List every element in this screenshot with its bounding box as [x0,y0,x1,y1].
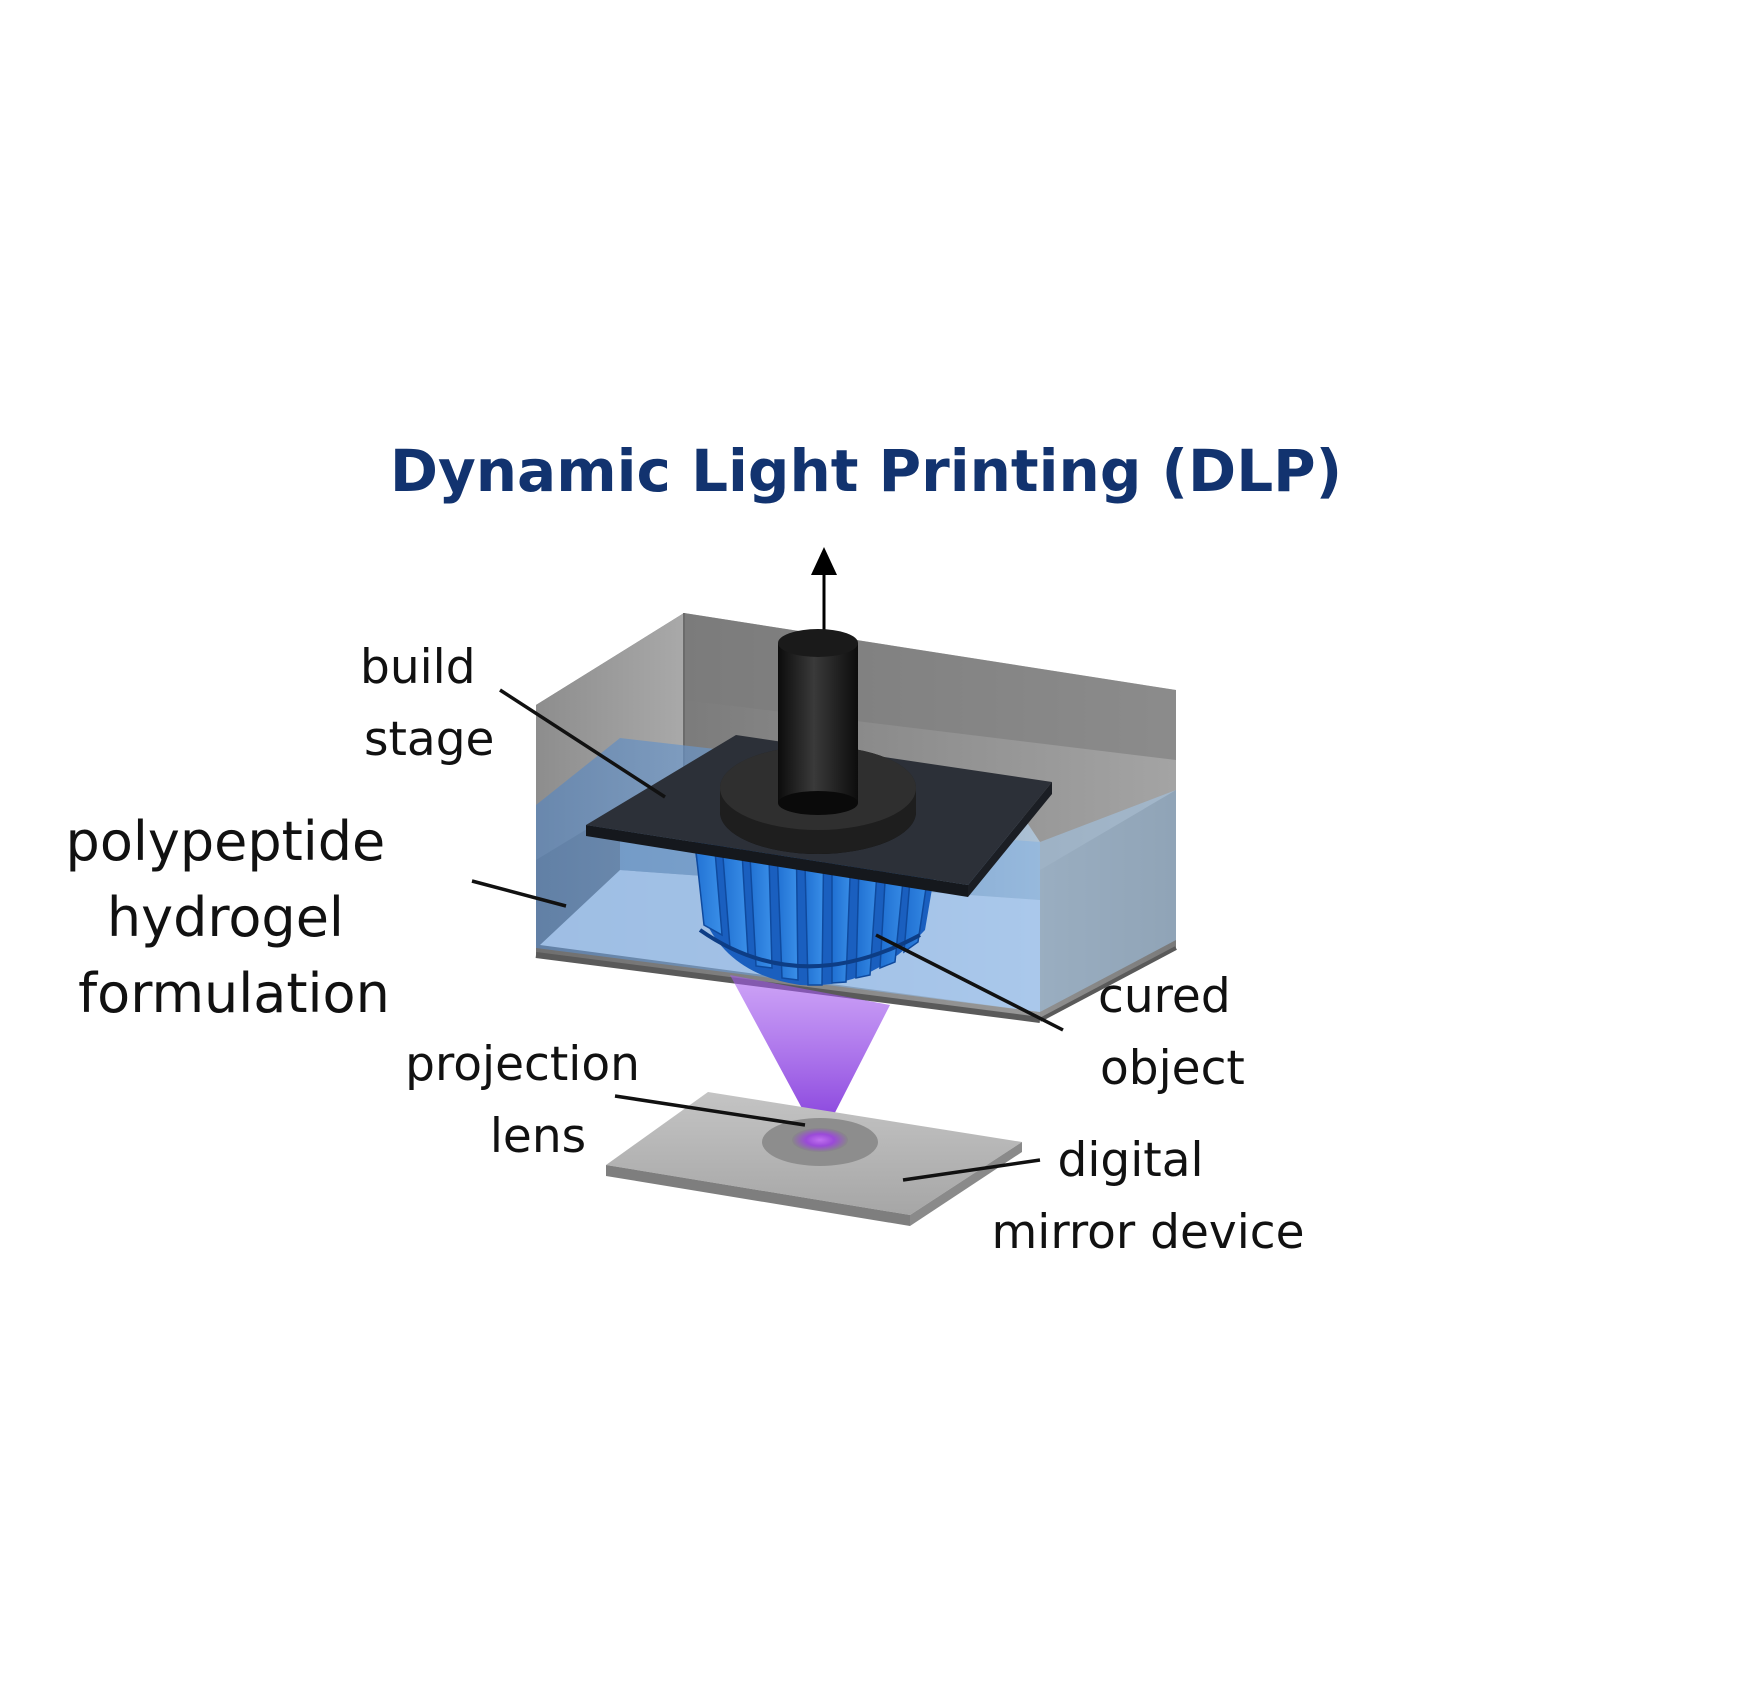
digital-mirror-device [606,1092,1022,1226]
leader-mirror-device [902,1158,1041,1182]
leader-projection-lens [614,1094,806,1127]
stage-rod [720,629,916,854]
leader-build-stage [499,688,666,799]
label-build-stage: build stage [360,640,494,767]
label-mirror-device: digital mirror device [991,1133,1304,1260]
lift-arrow [811,547,837,643]
label-cured-object: cured object [1098,969,1246,1096]
diagram-title: Dynamic Light Printing (DLP) [390,437,1342,505]
leader-cured-object [875,933,1064,1032]
label-hydrogel: polypeptide hydrogel formulation [66,810,403,1025]
label-projection-lens: projection lens [405,1037,655,1164]
light-beam [730,975,890,1138]
leader-hydrogel [471,879,567,908]
